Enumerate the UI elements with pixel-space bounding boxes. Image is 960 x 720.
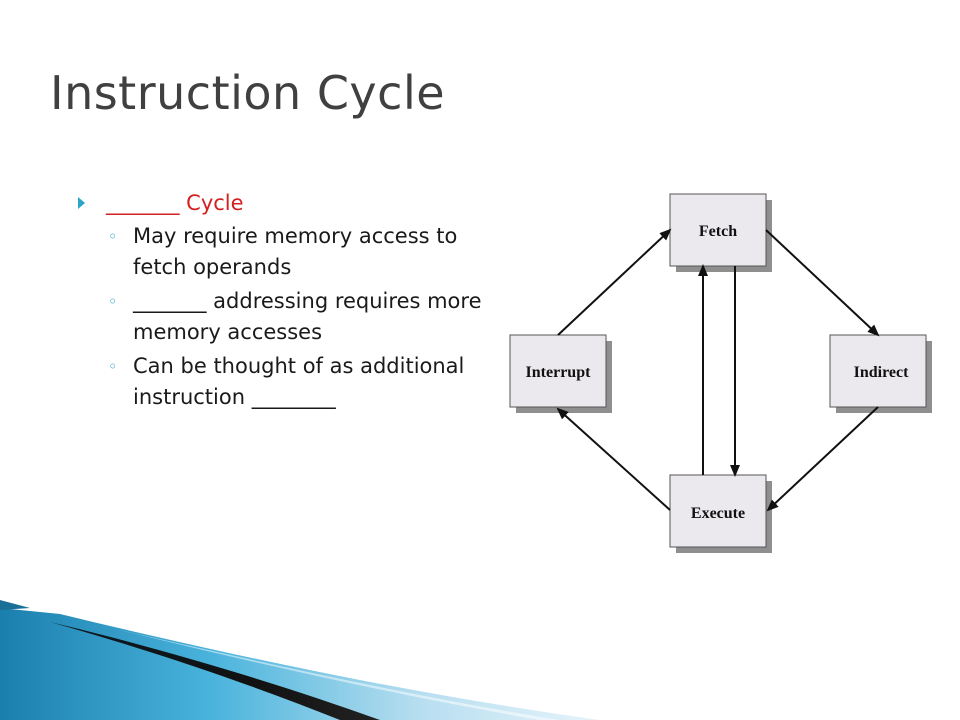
- bullet-item: _______ Cycle: [78, 188, 508, 218]
- edge-fetch-to-indirect: [765, 229, 880, 337]
- bullet-list: _______ Cycle ◦ May require memory acces…: [78, 188, 508, 413]
- node-indirect-label: Indirect: [854, 364, 909, 381]
- slide-title: Instruction Cycle: [50, 66, 446, 120]
- sub-bullet-item: ◦ Can be thought of as additional instru…: [78, 351, 508, 413]
- sub-bullet-text: May require memory access to fetch opera…: [133, 224, 458, 279]
- node-fetch-label: Fetch: [699, 223, 737, 240]
- decorative-wave: [0, 600, 600, 720]
- bullet-label: _______ Cycle: [106, 191, 244, 215]
- sub-bullet-circle-icon: ◦: [108, 227, 118, 246]
- edge-indirect-to-execute: [766, 406, 879, 512]
- sub-bullet-circle-icon: ◦: [108, 292, 118, 311]
- node-execute: Execute: [669, 474, 772, 553]
- edge-execute-to-interrupt: [556, 407, 671, 511]
- edge-interrupt-to-fetch: [557, 228, 672, 336]
- bullet-arrow-icon: [78, 197, 85, 209]
- node-interrupt-label: Interrupt: [526, 364, 592, 381]
- sub-bullet-text: _______ addressing requires more memory …: [133, 289, 482, 344]
- sub-bullet-text: Can be thought of as additional instruct…: [133, 354, 465, 409]
- instruction-cycle-diagram: Fetch Indirect Execute Interrupt: [509, 193, 932, 553]
- sub-bullet-item: ◦ _______ addressing requires more memor…: [78, 286, 508, 348]
- sub-bullet-item: ◦ May require memory access to fetch ope…: [78, 221, 508, 283]
- node-fetch: Fetch: [669, 193, 772, 272]
- node-execute-label: Execute: [691, 505, 745, 522]
- node-indirect: Indirect: [829, 334, 932, 413]
- sub-bullet-circle-icon: ◦: [108, 357, 118, 376]
- node-interrupt: Interrupt: [509, 334, 612, 413]
